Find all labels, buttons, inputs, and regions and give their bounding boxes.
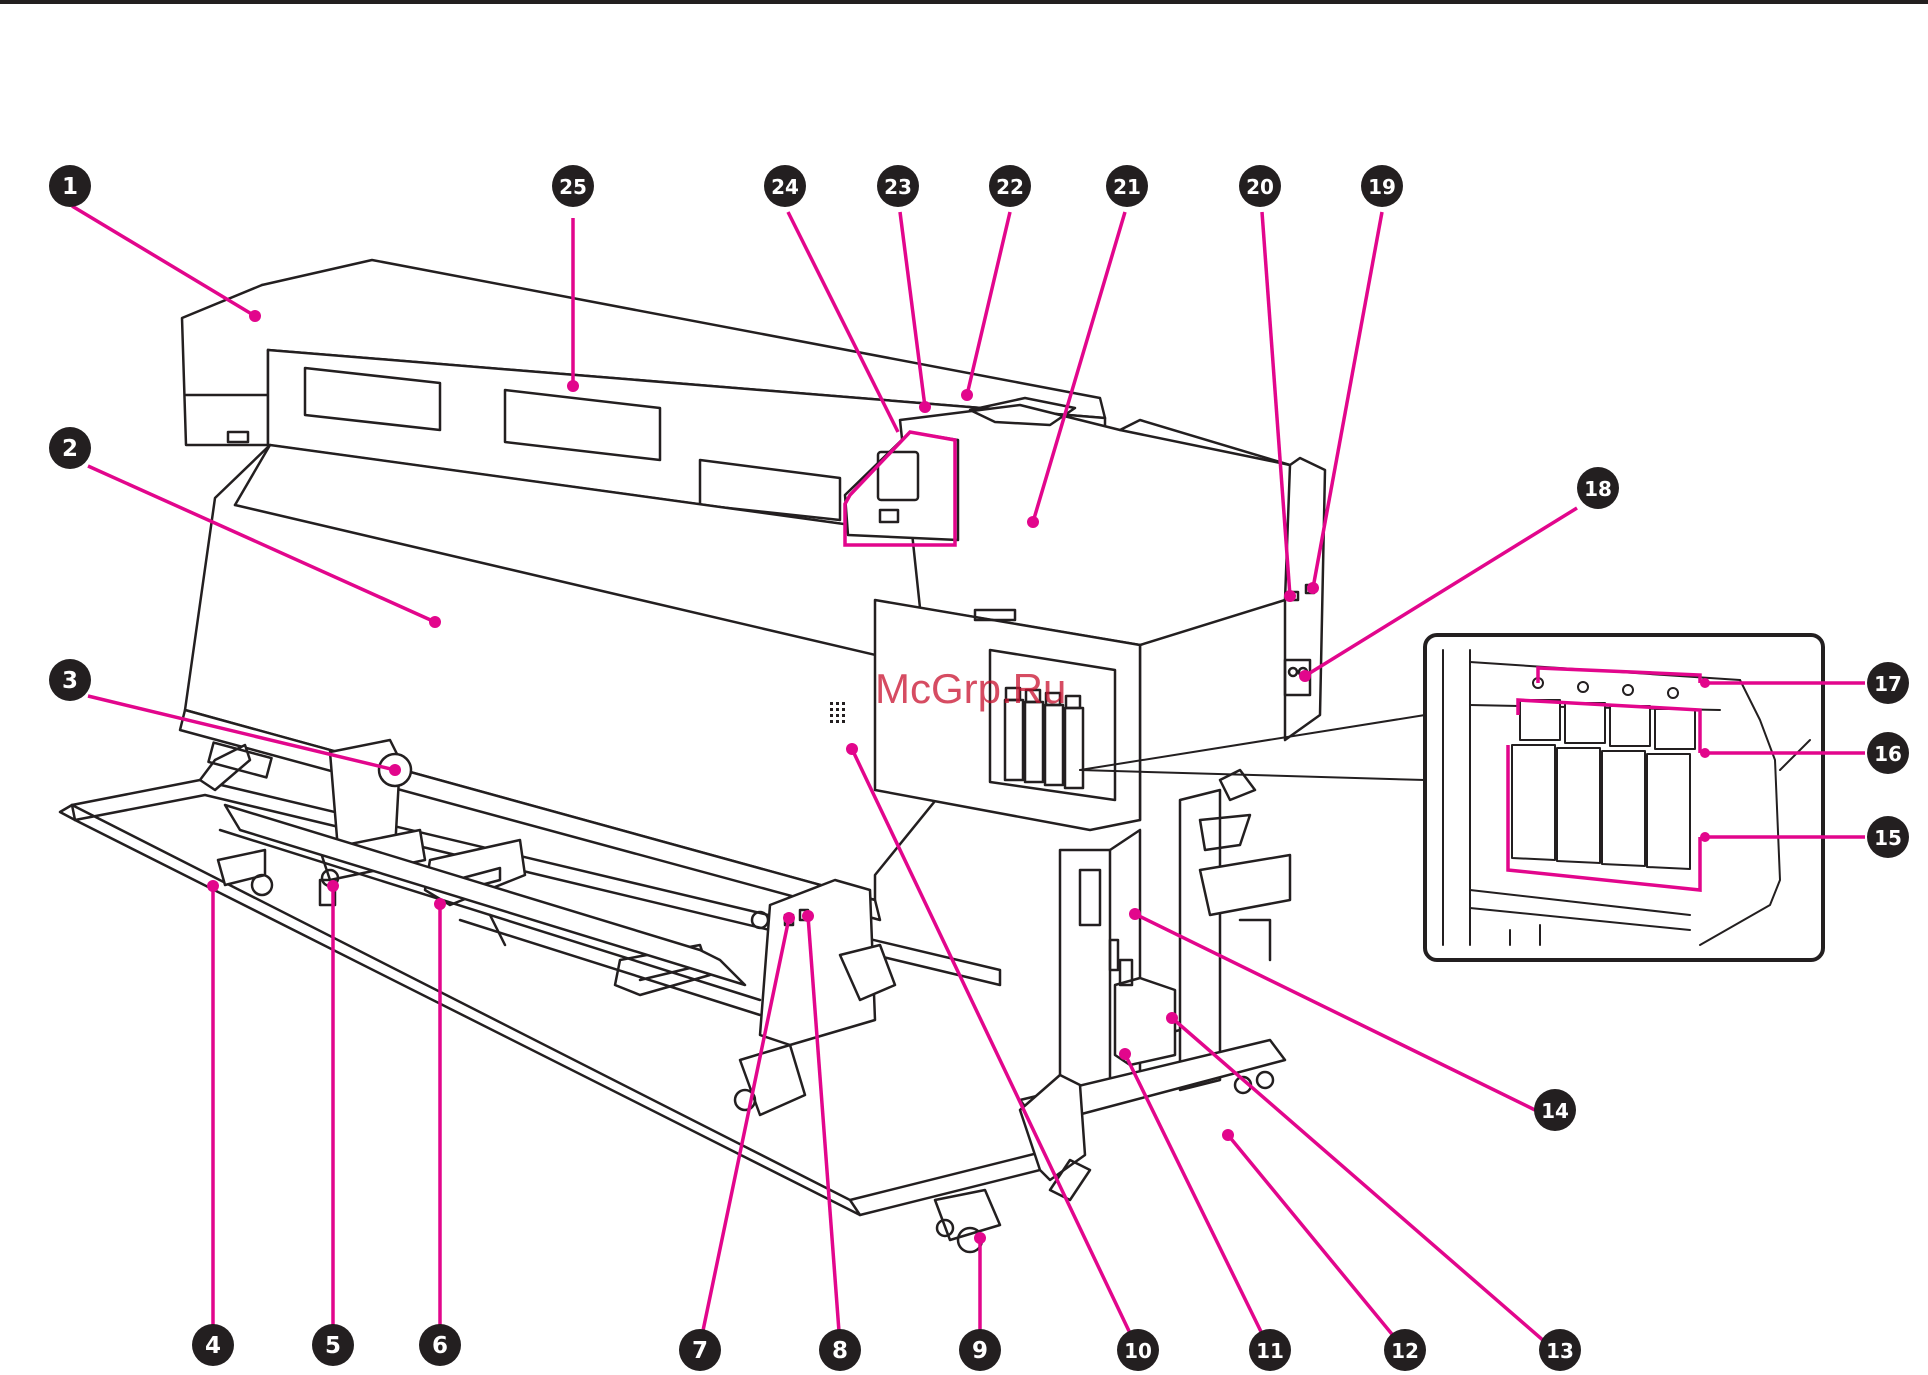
svg-text:6: 6: [432, 1333, 448, 1359]
svg-text:24: 24: [771, 175, 799, 199]
callout-8: 8: [819, 1329, 861, 1371]
svg-text:12: 12: [1391, 1339, 1419, 1363]
callout-9: 9: [959, 1329, 1001, 1371]
svg-text:4: 4: [205, 1333, 221, 1359]
callout-17: 17: [1867, 662, 1909, 704]
callout-12: 12: [1384, 1329, 1426, 1371]
svg-text:16: 16: [1874, 742, 1902, 766]
callout-19: 19: [1361, 165, 1403, 207]
callout-18: 18: [1577, 467, 1619, 509]
callout-6: 6: [419, 1324, 461, 1366]
callout-25: 25: [552, 165, 594, 207]
svg-text:1: 1: [62, 174, 78, 200]
svg-text:11: 11: [1256, 1339, 1284, 1363]
svg-text:18: 18: [1584, 477, 1612, 501]
svg-text:17: 17: [1874, 672, 1902, 696]
callout-22: 22: [989, 165, 1031, 207]
svg-text:9: 9: [972, 1338, 988, 1364]
callout-13: 13: [1539, 1329, 1581, 1371]
callout-15: 15: [1867, 816, 1909, 858]
svg-text:19: 19: [1368, 175, 1396, 199]
callout-16: 16: [1867, 732, 1909, 774]
callout-24: 24: [764, 165, 806, 207]
svg-text:5: 5: [325, 1333, 341, 1359]
callout-4: 4: [192, 1324, 234, 1366]
watermark: McGrp.Ru: [875, 665, 1066, 712]
callout-2: 2: [49, 427, 91, 469]
svg-text:10: 10: [1124, 1339, 1152, 1363]
callout-3: 3: [49, 659, 91, 701]
svg-text:2: 2: [62, 436, 78, 462]
svg-text:15: 15: [1874, 826, 1902, 850]
svg-text:8: 8: [832, 1338, 848, 1364]
callout-5: 5: [312, 1324, 354, 1366]
callout-7: 7: [679, 1329, 721, 1371]
svg-text:13: 13: [1546, 1339, 1574, 1363]
callout-21: 21: [1106, 165, 1148, 207]
printer-illustration: [60, 260, 1325, 1252]
svg-text:22: 22: [996, 175, 1024, 199]
svg-text:25: 25: [559, 175, 587, 199]
callout-23: 23: [877, 165, 919, 207]
svg-text:21: 21: [1113, 175, 1141, 199]
callout-20: 20: [1239, 165, 1281, 207]
svg-text:14: 14: [1541, 1099, 1569, 1123]
svg-text:23: 23: [884, 175, 912, 199]
callout-1: 1: [49, 165, 91, 207]
svg-text:3: 3: [62, 668, 78, 694]
svg-text:20: 20: [1246, 175, 1274, 199]
callout-14: 14: [1534, 1089, 1576, 1131]
callout-11: 11: [1249, 1329, 1291, 1371]
svg-text:7: 7: [692, 1338, 708, 1364]
callout-10: 10: [1117, 1329, 1159, 1371]
